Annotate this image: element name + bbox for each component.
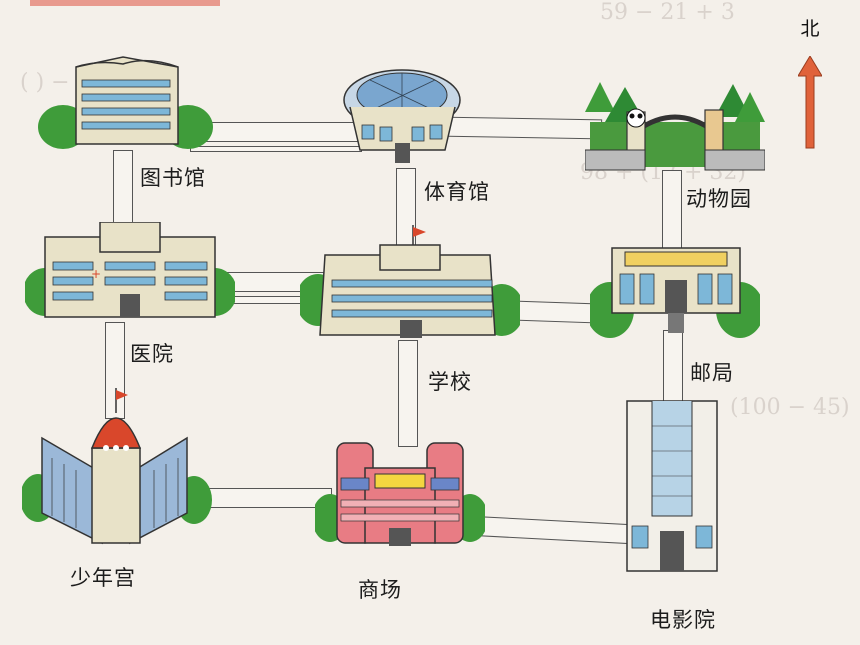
background-print: (100 − 45) bbox=[730, 395, 850, 420]
hospital-label: 医院 bbox=[130, 342, 174, 366]
zoo-label: 动物园 bbox=[686, 187, 752, 211]
cinema-label: 电影院 bbox=[650, 608, 716, 632]
mall-building-icon[interactable] bbox=[315, 438, 485, 553]
north-label: 北 bbox=[800, 18, 820, 40]
mall-label: 商场 bbox=[358, 578, 402, 602]
road-library-gym bbox=[190, 122, 362, 142]
road-library-gym-lower bbox=[190, 146, 362, 152]
library-building-icon[interactable] bbox=[38, 52, 213, 152]
road-mall-cinema bbox=[469, 515, 633, 545]
youth-palace-building-icon[interactable] bbox=[22, 388, 212, 553]
gym-label: 体育馆 bbox=[424, 180, 490, 204]
zoo-gate-icon[interactable] bbox=[585, 82, 765, 172]
road-school-mall bbox=[398, 340, 418, 447]
background-print: 59 − 21 + 3 bbox=[600, 0, 735, 25]
road-post-cinema bbox=[663, 330, 683, 402]
post-office-building-icon[interactable] bbox=[590, 240, 760, 340]
youth-palace-label: 少年宫 bbox=[70, 566, 136, 590]
top-color-strip bbox=[30, 0, 220, 6]
north-arrow-icon bbox=[798, 56, 822, 149]
gym-building-icon[interactable] bbox=[340, 55, 465, 170]
cinema-building-icon[interactable] bbox=[622, 396, 722, 576]
hospital-building-icon[interactable]: + bbox=[25, 222, 235, 330]
school-label: 学校 bbox=[428, 370, 472, 394]
svg-text:+: + bbox=[91, 267, 101, 281]
school-building-icon[interactable] bbox=[300, 225, 520, 350]
road-youth-mall bbox=[195, 488, 332, 508]
north-compass: 北 bbox=[792, 14, 828, 149]
post-office-label: 邮局 bbox=[690, 361, 734, 385]
library-label: 图书馆 bbox=[140, 166, 206, 190]
